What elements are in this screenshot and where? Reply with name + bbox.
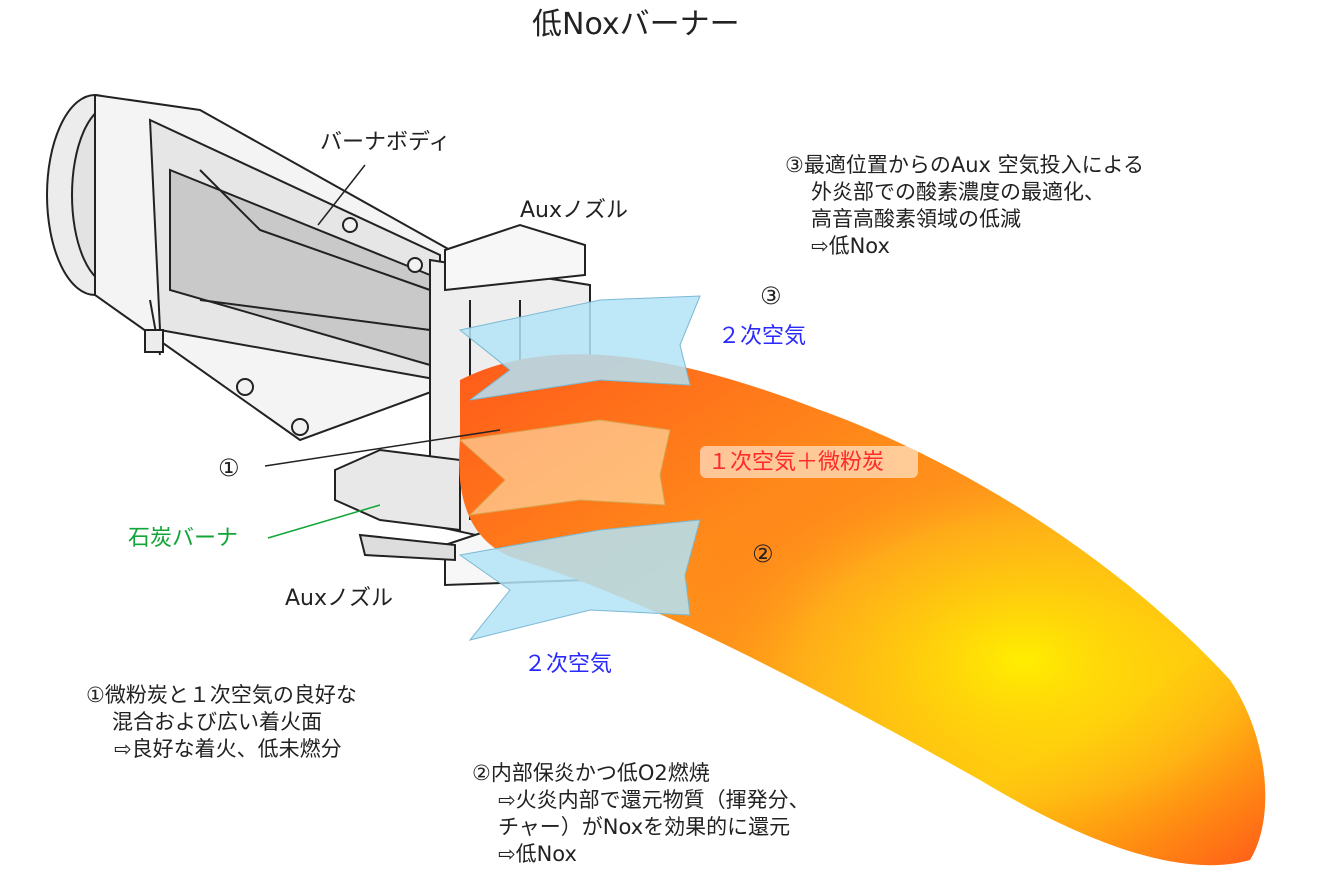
burner-body <box>46 93 451 442</box>
note-1-line-3: ⇨良好な着火、低未燃分 <box>114 737 342 761</box>
note-3-line-2: 外炎部での酸素濃度の最適化、 <box>811 180 1105 204</box>
label-burner-body: バーナボディ <box>320 130 451 155</box>
leader-lines <box>264 164 501 467</box>
label-aux-nozzle-bottom: Auxノズル <box>285 586 394 611</box>
note-2-line-4: ⇨低Nox <box>498 842 577 866</box>
marker-3: ③ <box>760 282 782 310</box>
note-1: ①微粉炭と１次空気の良好な 混合および広い着火面 ⇨良好な着火、低未燃分 <box>86 682 357 763</box>
note-3-line-3: 高音高酸素領域の低減 <box>811 207 1021 231</box>
marker-2: ② <box>752 540 774 568</box>
label-primary-air: １次空気＋微粉炭 <box>708 450 885 475</box>
note-1-line-1: ①微粉炭と１次空気の良好な <box>86 683 357 707</box>
marker-1: ① <box>218 454 240 482</box>
note-3-line-4: ⇨低Nox <box>811 234 890 258</box>
note-3-line-1: ③最適位置からのAux 空気投入による <box>785 153 1144 177</box>
label-secondary-air-top: ２次空気 <box>718 324 807 349</box>
note-2-line-1: ②内部保炎かつ低O2燃焼 <box>472 761 710 785</box>
note-3: ③最適位置からのAux 空気投入による 外炎部での酸素濃度の最適化、 高音高酸素… <box>785 152 1144 260</box>
coal-burner-leader <box>267 504 381 539</box>
secondary-air-arrows <box>458 295 701 641</box>
note-2: ②内部保炎かつ低O2燃焼 ⇨火炎内部で還元物質（揮発分、 チャー）がNoxを効果… <box>472 760 810 868</box>
primary-air-arrow <box>458 419 671 516</box>
label-aux-nozzle-top: Auxノズル <box>520 198 629 223</box>
label-coal-burner: 石炭バーナ <box>128 526 239 551</box>
note-1-line-2: 混合および広い着火面 <box>112 710 322 734</box>
primary-air-label-backdrop <box>700 446 918 478</box>
label-secondary-air-bottom: ２次空気 <box>524 652 613 677</box>
note-2-line-2: ⇨火炎内部で還元物質（揮発分、 <box>498 788 810 812</box>
note-2-line-3: チャー）がNoxを効果的に還元 <box>498 815 791 839</box>
page-title: 低Noxバーナー <box>532 7 740 42</box>
